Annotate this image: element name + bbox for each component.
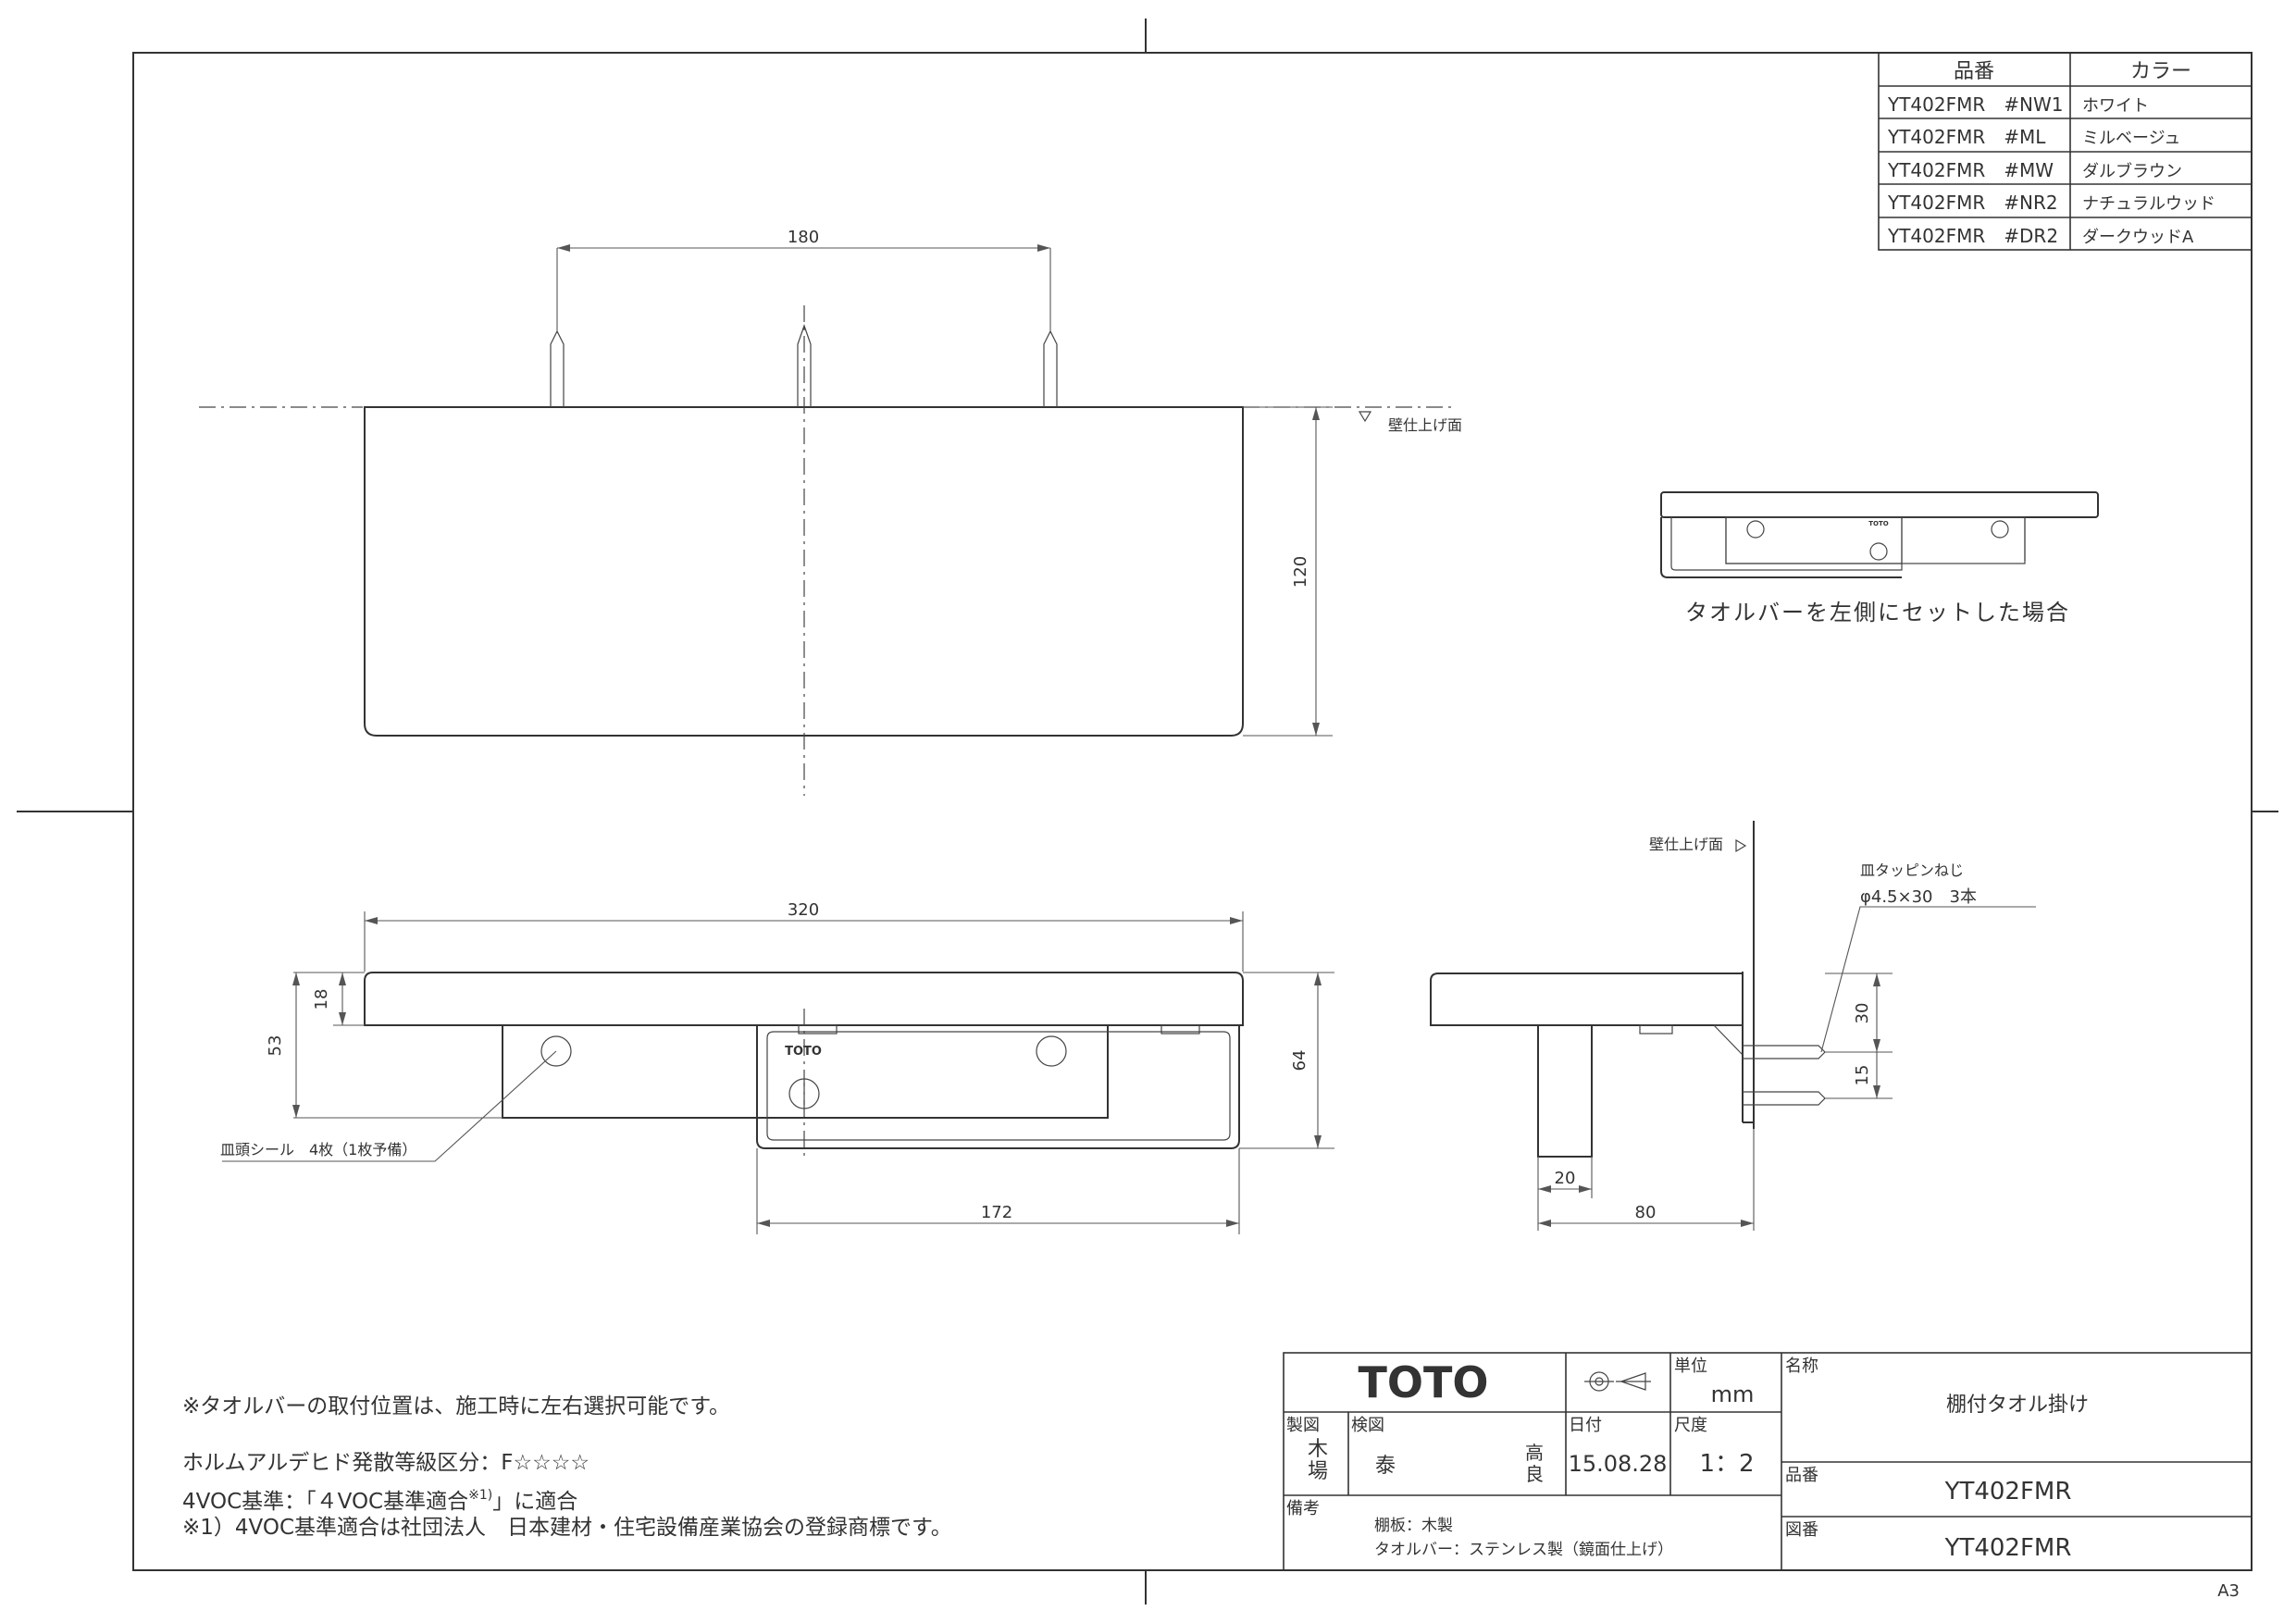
toto-logo: TOTO [1359,1357,1489,1407]
part-value: YT402FMR [1944,1478,2072,1505]
check-value: 泰 [1375,1455,1396,1478]
dim-172: 172 [981,1203,1012,1222]
dim-320: 320 [788,900,819,920]
dim-30: 30 [1853,1003,1872,1024]
name-value: 棚付タオル掛け [1946,1394,2089,1417]
part-label: 品番 [1785,1466,1818,1485]
scale-value: 1：2 [1699,1450,1754,1478]
unit-value: mm [1711,1381,1755,1407]
screw-name: 皿タッピンねじ [1860,861,1964,879]
dim-15: 15 [1853,1065,1872,1086]
left-set-view: TOTO タオルバーを左側にセットした場合 [1660,491,2099,626]
dim-180: 180 [788,228,819,247]
scale-label: 尺度 [1674,1416,1707,1435]
drawing-value: YT402FMR [1944,1534,2072,1562]
drawn-value: 木 [1308,1438,1328,1461]
title-block: TOTO 単位 mm 名称 棚付タオル掛け 製図 木 場 検図 泰 高 良 日付… [1283,1352,2253,1571]
color-row-color: ダークウッドA [2082,228,2194,247]
remarks-line: 棚板：木製 [1374,1517,1453,1535]
color-row-color: ナチュラルウッド [2082,194,2215,214]
color-row-part: YT402FMR #NR2 [1887,192,2058,214]
check-value: 良 [1525,1463,1544,1485]
unit-label: 単位 [1674,1357,1707,1376]
screw-spec: φ4.5×30 3本 [1860,887,1977,907]
note-4: ※1）4VOC基準適合は社団法人 日本建材・住宅設備産業協会の登録商標です。 [182,1516,952,1540]
seal-label: 皿頭シール 4枚（1枚予備） [220,1141,416,1158]
color-row-part: YT402FMR #DR2 [1887,225,2058,247]
color-row-part: YT402FMR #NW1 [1887,93,2063,116]
color-row-color: ダルブラウン [2082,161,2182,181]
dim-80: 80 [1635,1203,1657,1222]
dim-120: 120 [1291,556,1310,588]
drawn-label: 製図 [1286,1416,1320,1435]
dim-53: 53 [266,1035,285,1057]
notes: ※タオルバーの取付位置は、施工時に左右選択可能です。 ホルムアルデヒド発散等級区… [182,1394,952,1540]
note-3: 4VOC基準：「４VOC基準適合※1)」に適合 [182,1488,577,1514]
color-row-part: YT402FMR #ML [1887,126,2046,148]
top-view: 180 120 壁仕上げ面 [199,228,1462,796]
sheet-frame [17,19,2278,1604]
check-label: 検図 [1351,1416,1384,1435]
side-view: 壁仕上げ面 皿タッピンねじ φ4.5×30 3本 30 15 20 80 [1430,821,2036,1231]
color-table: 品番 カラー YT402FMR #NW1 ホワイト YT402FMR #ML ミ… [1878,52,2253,251]
name-label: 名称 [1785,1357,1818,1376]
remarks-label: 備考 [1286,1499,1320,1518]
note-2: ホルムアルデヒド発散等級区分：F☆☆☆☆ [182,1451,590,1475]
color-row-color: ミルベージュ [2082,129,2180,148]
dim-18: 18 [312,989,331,1010]
front-view: 320 TOTO 18 53 64 17 [220,900,1334,1234]
dim-20: 20 [1555,1169,1576,1188]
drawn-value: 場 [1308,1460,1328,1483]
left-set-caption: タオルバーを左側にセットした場合 [1685,600,2070,626]
sheet-size: A3 [2217,1581,2240,1601]
note-1: ※タオルバーの取付位置は、施工時に左右選択可能です。 [182,1394,730,1419]
check-value: 高 [1525,1442,1544,1464]
left-set-toto-mark: TOTO [1868,520,1889,527]
dim-64: 64 [1290,1050,1309,1072]
drawing-label: 図番 [1785,1520,1818,1540]
wall-finish-side-label: 壁仕上げ面 [1649,836,1723,853]
color-row-part: YT402FMR #MW [1887,159,2054,181]
date-value: 15.08.28 [1569,1451,1668,1477]
projection-symbol-icon [1584,1371,1651,1392]
color-table-header-part: 品番 [1954,60,1994,83]
remarks-line: タオルバー：ステンレス製（鏡面仕上げ） [1374,1541,1673,1559]
color-table-header-color: カラー [2130,60,2191,83]
wall-finish-label: 壁仕上げ面 [1388,416,1462,434]
front-toto-mark: TOTO [785,1045,822,1059]
color-row-color: ホワイト [2082,96,2149,116]
date-label: 日付 [1569,1416,1602,1435]
